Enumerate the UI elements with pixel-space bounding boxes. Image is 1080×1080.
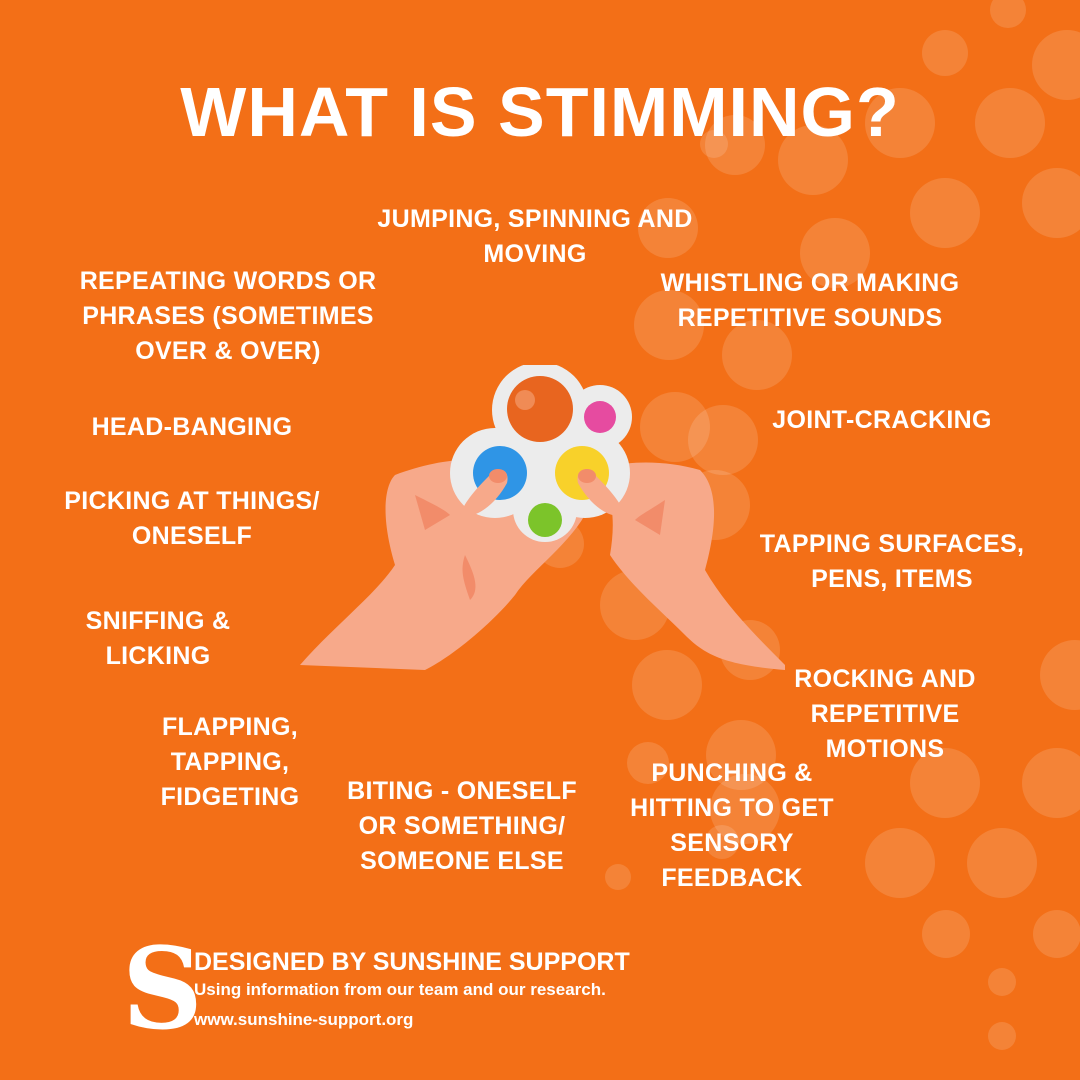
page-title: WHAT IS STIMMING? <box>180 73 900 151</box>
item-flapping: FLAPPING, TAPPING, FIDGETING <box>160 713 300 811</box>
item-tapping-surfaces: TAPPING SURFACES, PENS, ITEMS <box>759 530 1025 593</box>
item-whistling: WHISTLING OR MAKING REPETITIVE SOUNDS <box>660 269 960 332</box>
footer-subtitle: Using information from our team and our … <box>194 980 606 999</box>
hands-holding-pop-fidget-toy-icon <box>300 365 785 670</box>
footer-title: DESIGNED BY SUNSHINE SUPPORT <box>194 948 630 976</box>
item-head-banging: HEAD-BANGING <box>91 413 293 441</box>
item-sniffing: SNIFFING & LICKING <box>85 607 231 670</box>
item-biting: BITING - ONESELF OR SOMETHING/ SOMEONE E… <box>347 777 577 875</box>
item-picking: PICKING AT THINGS/ ONESELF <box>64 487 320 550</box>
item-repeating: REPEATING WORDS OR PHRASES (SOMETIMES OV… <box>79 267 377 365</box>
item-jumping: JUMPING, SPINNING AND MOVING <box>377 205 693 268</box>
item-punching: PUNCHING & HITTING TO GET SENSORY FEEDBA… <box>630 759 834 892</box>
item-joint-cracking: JOINT-CRACKING <box>772 406 992 434</box>
footer: S DESIGNED BY SUNSHINE SUPPORT Using inf… <box>122 924 722 1055</box>
sunshine-support-logo: S <box>122 924 203 1055</box>
item-rocking: ROCKING AND REPETITIVE MOTIONS <box>794 665 976 763</box>
footer-url: www.sunshine-support.org <box>194 1010 414 1029</box>
